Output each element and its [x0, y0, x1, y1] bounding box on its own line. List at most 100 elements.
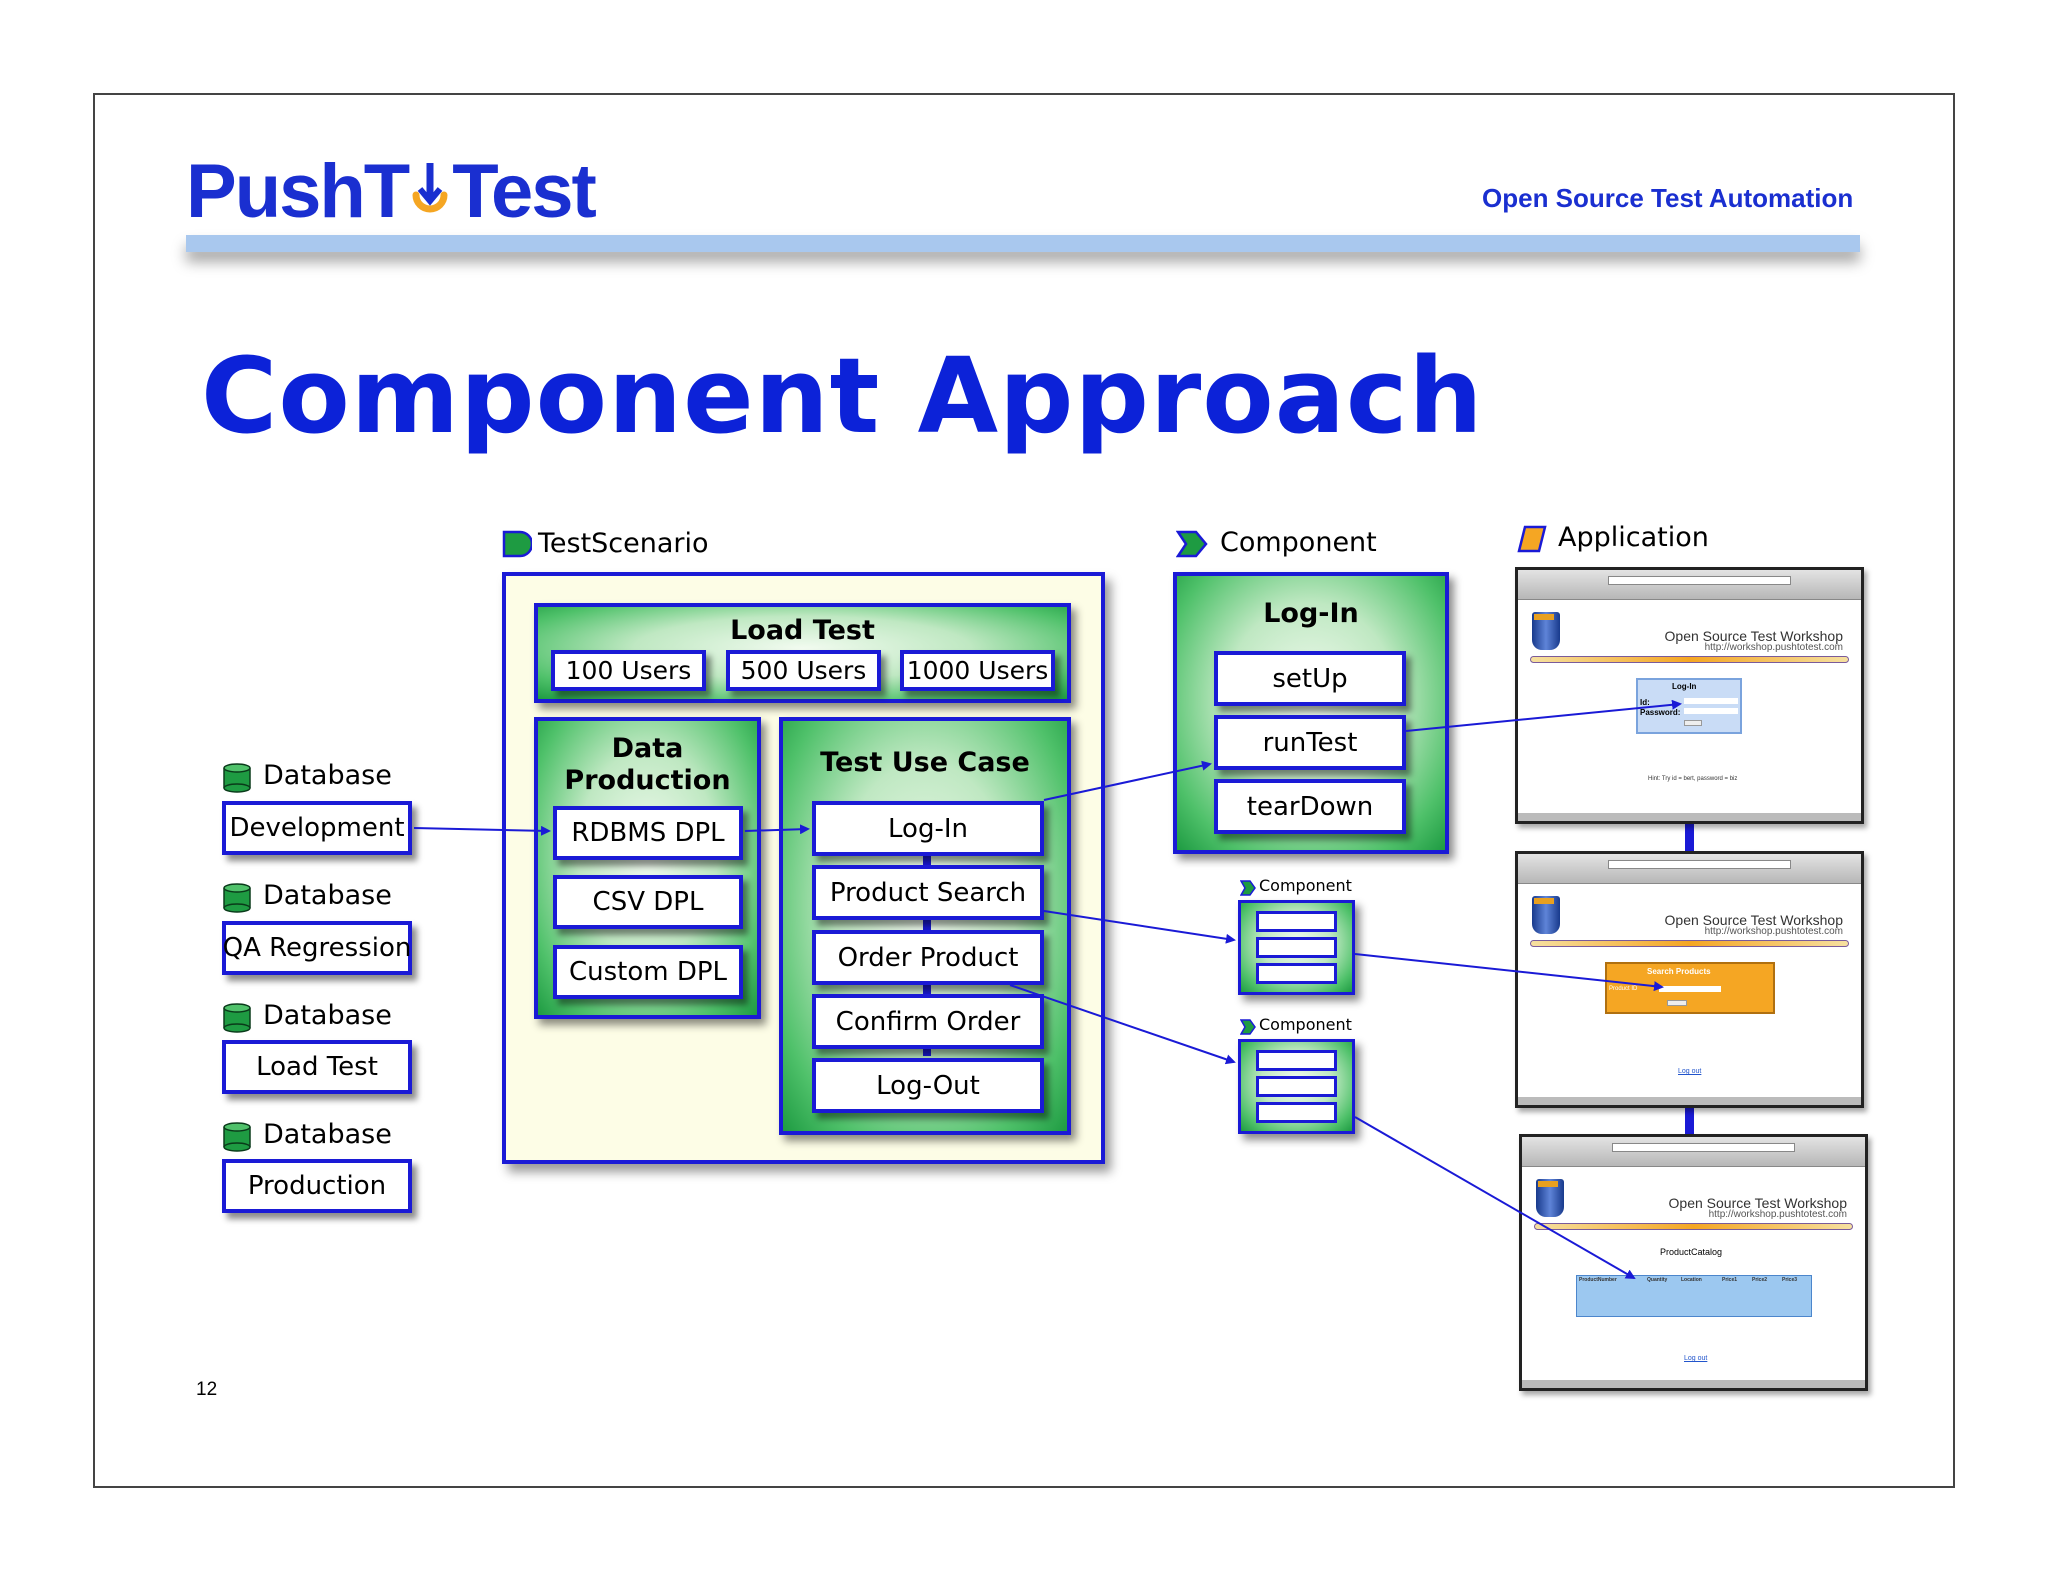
component-icon	[1176, 530, 1208, 558]
data-production-title-1: Data	[611, 733, 684, 764]
database-icon	[223, 1122, 251, 1152]
header-bar	[186, 235, 1860, 252]
browser-chrome	[1522, 1137, 1865, 1167]
database-label-2: Database	[263, 880, 392, 911]
browser-status-bar	[1518, 1097, 1861, 1105]
runtest-method-box: runTest	[1214, 715, 1406, 770]
database-icon	[223, 1003, 251, 1033]
database-label-1: Database	[263, 760, 392, 791]
db-development-box: Development	[222, 801, 412, 855]
server-icon	[1532, 612, 1560, 650]
teardown-method-box: tearDown	[1214, 779, 1406, 834]
login-field-password: Password:	[1640, 708, 1681, 717]
search-panel: Search Products Product ID	[1605, 962, 1775, 1014]
small-component-slot	[1256, 1050, 1337, 1071]
catalog-col-2: Quantity	[1647, 1277, 1668, 1283]
login-submit-button[interactable]	[1684, 720, 1702, 726]
test-scenario-label: TestScenario	[538, 528, 709, 559]
login-component-title: Log-In	[1263, 598, 1359, 629]
db-qa-regression-box: QA Regression	[222, 921, 412, 975]
small-component-slot	[1256, 963, 1337, 984]
component-icon	[1240, 880, 1256, 896]
catalog-col-4: Price1	[1722, 1277, 1738, 1283]
setup-method-box: setUp	[1214, 651, 1406, 706]
orange-divider	[1530, 940, 1849, 947]
login-hint: Hint: Try id = bert, password = biz	[1648, 776, 1738, 782]
test-scenario-icon	[502, 530, 532, 558]
catalog-table: ProductNumber Quantity Location Price1 P…	[1576, 1275, 1812, 1317]
workshop-url: http://workshop.pushtotest.com	[1704, 642, 1843, 653]
small-component-2	[1238, 1039, 1355, 1134]
logo-arrow-icon	[412, 163, 448, 213]
application-icon	[1517, 525, 1547, 553]
small-component-slot	[1256, 911, 1337, 932]
logout-link[interactable]: Log out	[1678, 1068, 1702, 1075]
small-component-slot	[1256, 1102, 1337, 1123]
login-password-input[interactable]	[1684, 708, 1738, 714]
login-panel: Log-In Id: Password:	[1636, 678, 1742, 734]
login-id-input[interactable]	[1684, 698, 1738, 704]
catalog-title: ProductCatalog	[1660, 1247, 1723, 1257]
screen-connector	[1685, 820, 1694, 854]
search-submit-button[interactable]	[1667, 1000, 1687, 1006]
database-icon	[223, 763, 251, 793]
app-screen-search: Open Source Test Workshop http://worksho…	[1515, 851, 1864, 1108]
browser-status-bar	[1522, 1380, 1865, 1388]
browser-chrome	[1518, 570, 1861, 600]
login-field-id: Id:	[1640, 698, 1650, 707]
db-production-box: Production	[222, 1159, 412, 1213]
page-title: Component Approach	[201, 335, 1484, 457]
rdbms-dpl-box: RDBMS DPL	[553, 806, 743, 860]
logo-text-right: Test	[452, 149, 597, 234]
small-component-slot	[1256, 1076, 1337, 1097]
pushtotest-logo: PushT Test	[186, 148, 597, 235]
csv-dpl-box: CSV DPL	[553, 875, 743, 929]
load-test-title: Load Test	[730, 615, 875, 646]
database-icon	[223, 883, 251, 913]
test-use-case-title: Test Use Case	[820, 747, 1030, 778]
component-icon	[1240, 1019, 1256, 1035]
search-panel-title: Search Products	[1647, 967, 1711, 976]
search-product-input[interactable]	[1659, 986, 1721, 992]
workshop-title: Open Source Test Workshop	[1668, 1195, 1847, 1211]
browser-status-bar	[1518, 813, 1861, 821]
browser-chrome	[1518, 854, 1861, 884]
catalog-col-1: ProductNumber	[1579, 1277, 1617, 1283]
step-log-out-box: Log-Out	[812, 1058, 1044, 1113]
db-load-test-box: Load Test	[222, 1040, 412, 1094]
orange-divider	[1534, 1223, 1853, 1230]
step-confirm-order-box: Confirm Order	[812, 994, 1044, 1049]
workshop-title: Open Source Test Workshop	[1664, 628, 1843, 644]
logo-text-left: PushT	[186, 149, 410, 234]
small-component-1	[1238, 900, 1355, 995]
users-500-box: 500 Users	[726, 650, 881, 691]
screen-connector	[1685, 1105, 1694, 1135]
step-log-in-box: Log-In	[812, 801, 1044, 856]
database-label-3: Database	[263, 1000, 392, 1031]
app-screen-login: Open Source Test Workshop http://worksho…	[1515, 567, 1864, 824]
application-label: Application	[1558, 522, 1709, 553]
orange-divider	[1530, 656, 1849, 663]
users-100-box: 100 Users	[551, 650, 706, 691]
workshop-url: http://workshop.pushtotest.com	[1704, 926, 1843, 937]
small-component-label-1: Component	[1259, 876, 1352, 895]
workshop-title: Open Source Test Workshop	[1664, 912, 1843, 928]
app-screen-catalog: Open Source Test Workshop http://worksho…	[1519, 1134, 1868, 1391]
server-icon	[1536, 1179, 1564, 1217]
catalog-col-6: Price3	[1782, 1277, 1798, 1283]
data-production-title-2: Production	[564, 765, 731, 796]
small-component-slot	[1256, 937, 1337, 958]
page-number: 12	[196, 1379, 218, 1400]
search-field-product-id: Product ID	[1609, 986, 1638, 992]
small-component-label-2: Component	[1259, 1015, 1352, 1034]
login-panel-title: Log-In	[1672, 682, 1697, 691]
catalog-col-5: Price2	[1752, 1277, 1768, 1283]
tagline: Open Source Test Automation	[1482, 183, 1854, 213]
database-label-4: Database	[263, 1119, 392, 1150]
logout-link[interactable]: Log out	[1684, 1355, 1708, 1362]
server-icon	[1532, 896, 1560, 934]
workshop-url: http://workshop.pushtotest.com	[1708, 1209, 1847, 1220]
step-product-search-box: Product Search	[812, 865, 1044, 920]
users-1000-box: 1000 Users	[900, 650, 1055, 691]
component-label: Component	[1220, 527, 1377, 558]
